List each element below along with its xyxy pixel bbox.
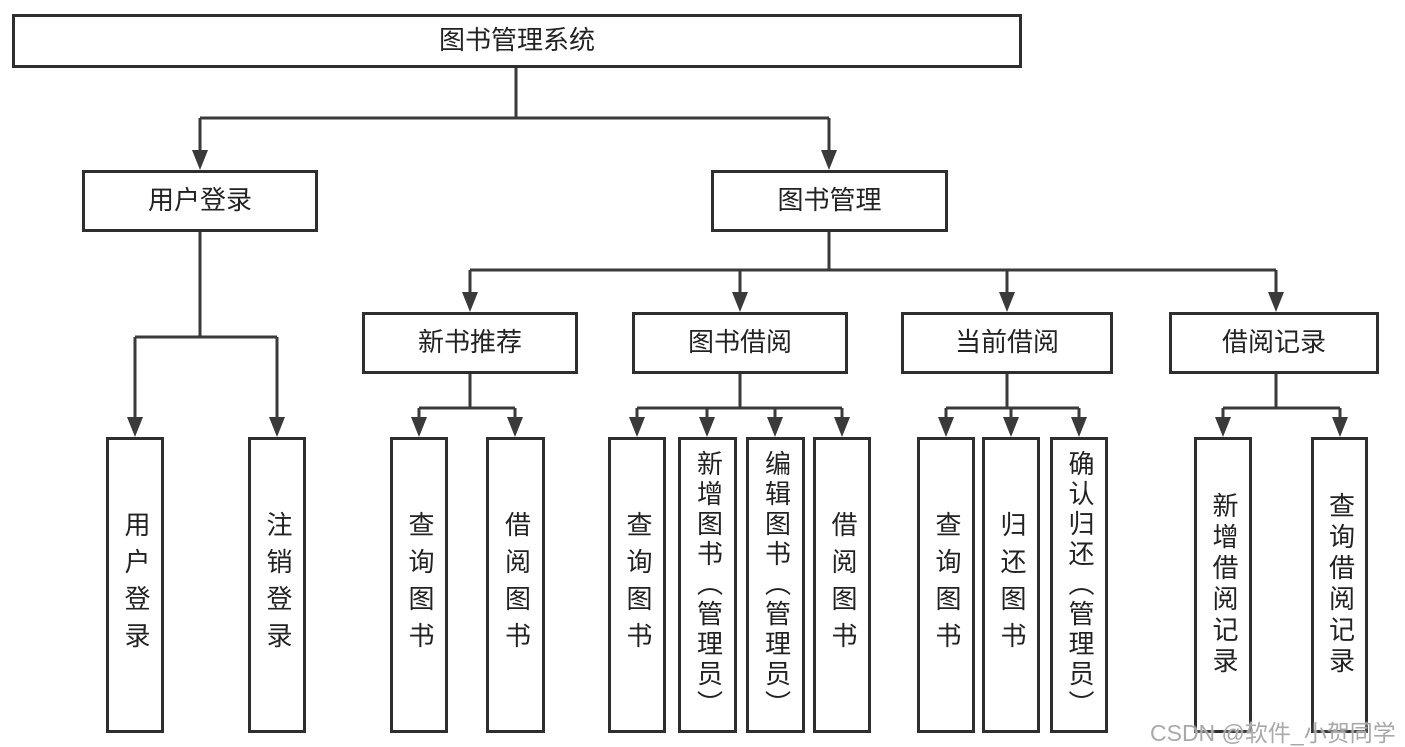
arrowhead-down-icon	[1268, 292, 1284, 312]
node-leaf-query-books-borrow: 查询图书	[608, 437, 666, 733]
arrowhead-down-icon	[767, 417, 783, 437]
arrowhead-down-icon	[629, 417, 645, 437]
arrowhead-down-icon	[1003, 417, 1019, 437]
node-label: 用户登录	[147, 185, 252, 216]
node-leaf-query-books-rec: 查询图书	[390, 437, 448, 733]
node-leaf-query-borrow-record: 查询借阅记录	[1311, 437, 1368, 733]
arrowhead-down-icon	[1071, 417, 1087, 437]
node-leaf-confirm-return: 确认归还（管理员）	[1050, 437, 1108, 733]
node-label: 新增借阅记录	[1208, 492, 1239, 678]
node-label: 查询图书	[622, 511, 653, 659]
node-label: 归还图书	[996, 511, 1027, 659]
node-leaf-return-book: 归还图书	[982, 437, 1040, 733]
node-leaf-add-borrow-record: 新增借阅记录	[1194, 437, 1252, 733]
node-label: 注销登录	[262, 511, 293, 659]
arrowhead-down-icon	[999, 292, 1015, 312]
node-label: 查询图书	[404, 511, 435, 659]
node-label: 确认归还（管理员）	[1064, 450, 1095, 720]
node-label: 查询借阅记录	[1325, 492, 1356, 678]
node-leaf-borrow-books-2: 借阅图书	[813, 437, 871, 733]
arrowhead-down-icon	[192, 150, 208, 170]
node-user-login-group: 用户登录	[82, 170, 318, 232]
watermark-text: CSDN @软件_小贺同学	[1150, 720, 1396, 746]
node-borrowing-records: 借阅记录	[1169, 312, 1379, 374]
node-leaf-logout: 注销登录	[248, 437, 306, 733]
arrowhead-down-icon	[699, 417, 715, 437]
node-new-book-recommend: 新书推荐	[362, 312, 578, 374]
arrowhead-down-icon	[732, 292, 748, 312]
node-book-management: 图书管理	[711, 170, 948, 232]
node-leaf-add-book-admin: 新增图书（管理员）	[678, 437, 737, 733]
node-label: 用户登录	[120, 511, 151, 659]
arrowhead-down-icon	[1215, 417, 1231, 437]
node-label: 借阅图书	[501, 511, 532, 659]
arrowhead-down-icon	[834, 417, 850, 437]
arrowhead-down-icon	[938, 417, 954, 437]
node-label: 新增图书（管理员）	[693, 450, 724, 720]
node-label: 当前借阅	[954, 327, 1059, 358]
node-label: 图书借阅	[687, 327, 792, 358]
arrowhead-down-icon	[1332, 417, 1348, 437]
node-leaf-edit-book-admin: 编辑图书（管理员）	[746, 437, 805, 733]
arrowhead-down-icon	[411, 417, 427, 437]
node-label: 借阅记录	[1221, 327, 1326, 358]
arrowhead-down-icon	[269, 417, 285, 437]
node-label: 新书推荐	[417, 327, 522, 358]
node-current-borrowing: 当前借阅	[901, 312, 1113, 374]
arrowhead-down-icon	[462, 292, 478, 312]
node-leaf-borrow-books-rec: 借阅图书	[486, 437, 545, 733]
node-label: 编辑图书（管理员）	[761, 450, 792, 720]
arrowhead-down-icon	[127, 417, 143, 437]
node-leaf-user-login: 用户登录	[106, 437, 164, 733]
arrowhead-down-icon	[507, 417, 523, 437]
node-label: 图书管理系统	[438, 25, 595, 56]
node-root: 图书管理系统	[12, 14, 1022, 68]
node-leaf-query-books-current: 查询图书	[917, 437, 975, 733]
node-label: 查询图书	[931, 511, 962, 659]
node-label: 图书管理	[777, 185, 882, 216]
node-book-borrowing: 图书借阅	[632, 312, 848, 374]
arrowhead-down-icon	[821, 150, 837, 170]
node-label: 借阅图书	[827, 511, 858, 659]
